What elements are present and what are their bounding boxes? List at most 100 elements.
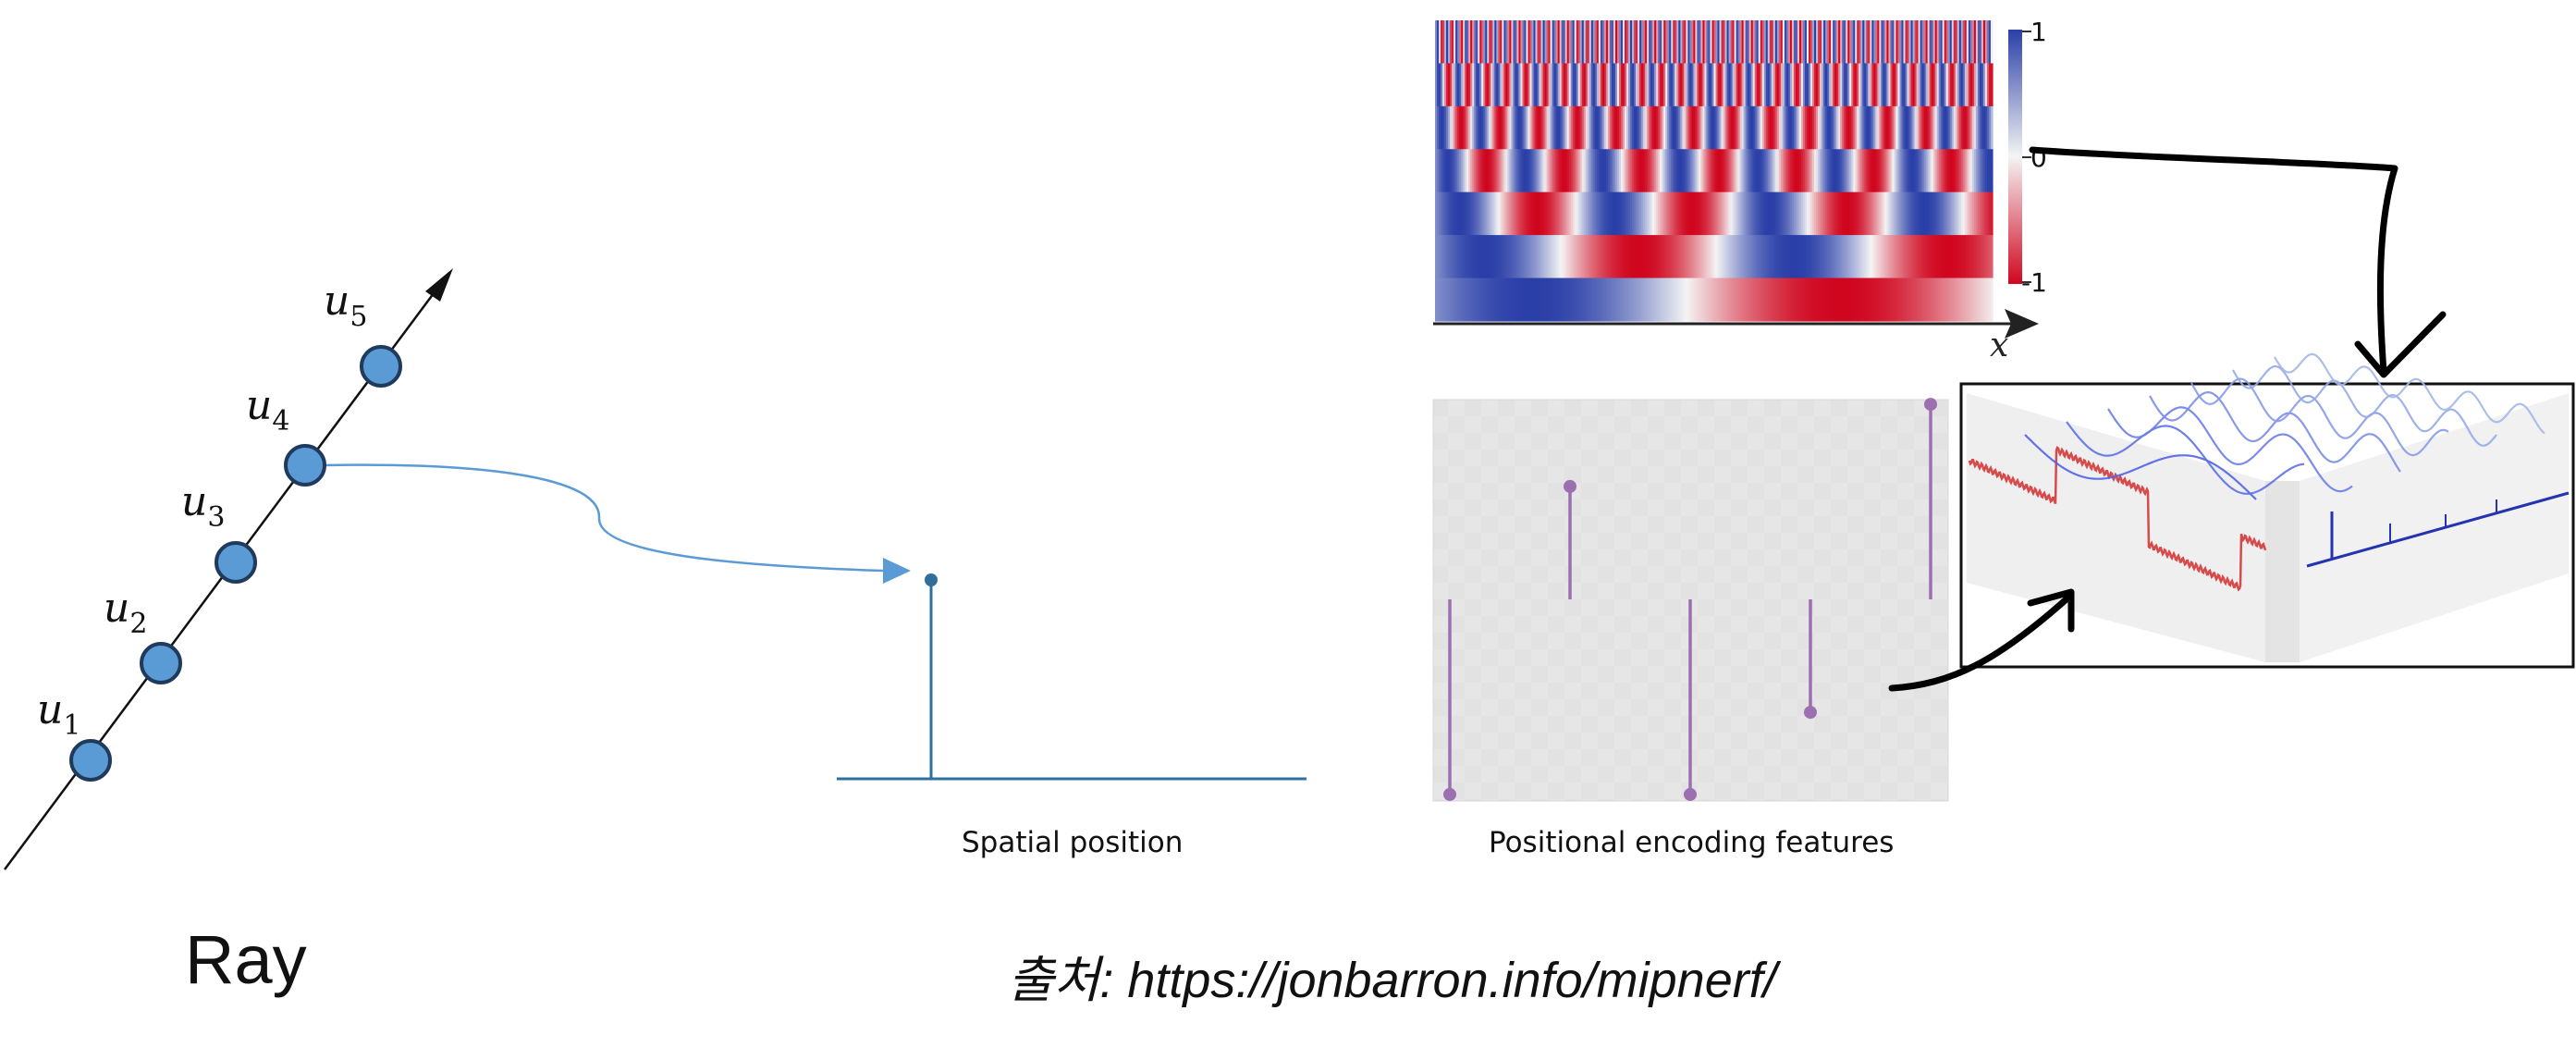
heatmap-cell [1981,277,1984,322]
heatmap-cell [1618,235,1622,279]
heatmap-cell [1673,149,1675,193]
heatmap-cell [1564,105,1568,150]
heatmap-cell [1901,63,1905,107]
heatmap-cell [1585,277,1589,322]
heatmap-cell [1630,191,1633,236]
heatmap-cell [1883,149,1886,193]
heatmap-cell [1478,191,1480,236]
heatmap-cell [1752,105,1756,150]
heatmap-cell [1849,63,1852,107]
heatmap-cell [1466,235,1469,279]
heatmap-cell [1800,149,1804,193]
heatmap-cell [1600,235,1603,279]
pen-annotations [1888,146,2447,692]
heatmap-cell [1649,235,1651,279]
heatmap-cell [1461,20,1464,65]
heatmap-cell [1932,20,1936,65]
heatmap-cell [1782,149,1785,193]
heatmap-cell [1676,20,1679,65]
wave-left-wall [1967,393,2265,662]
heatmap-cell [1990,235,1993,279]
heatmap-cell [1977,63,1981,107]
heatmap-cell [1478,105,1480,150]
heatmap-cell [1741,63,1745,107]
heatmap-cell [1630,105,1633,150]
heatmap-cell [1760,235,1763,279]
heatmap-cell [1955,63,1958,107]
heatmap-cell [1899,105,1903,150]
heatmap-cell [1700,191,1704,236]
heatmap-cell [1773,235,1776,279]
heatmap-cell [1774,63,1778,107]
heatmap-cell [1748,149,1752,193]
heatmap-cell [1583,63,1587,107]
heatmap-cell [1823,235,1826,279]
heatmap-cell [1973,63,1977,107]
heatmap-cell [1502,277,1504,322]
heatmap-cell [1921,149,1925,193]
heatmap-cell [1728,105,1732,150]
heatmap-cell [1577,20,1581,65]
heatmap-cell [1717,277,1721,322]
heatmap-cell [1782,277,1785,322]
heatmap-cell [1706,277,1710,322]
heatmap-cell [1636,149,1638,193]
heatmap-cell [1492,105,1495,150]
heatmap-cell [1797,277,1800,322]
heatmap-cell [1568,277,1572,322]
heatmap-cell [1884,63,1888,107]
heatmap-cell [1645,63,1648,107]
heatmap-cell [1598,63,1601,107]
heatmap-cell [1851,191,1854,236]
heatmap-cell [1596,235,1600,279]
heatmap-cell [1607,235,1611,279]
heatmap-cell [1908,191,1912,236]
heatmap-cell [1921,63,1925,107]
encoding-marker [1684,787,1697,801]
heatmap-cell [1654,235,1657,279]
heatmap-cell [1581,105,1585,150]
heatmap-cell [1585,149,1589,193]
heatmap-cell [1682,191,1685,236]
heatmap-cell [1600,149,1603,193]
heatmap-cell [1763,63,1767,107]
heatmap-cell [1771,63,1774,107]
heatmap-cell [1643,149,1646,193]
heatmap-cell [1470,235,1473,279]
heatmap-cell [1697,20,1700,65]
heatmap-cell [1618,20,1622,65]
heatmap-cell [1721,149,1724,193]
heatmap-cell [1947,235,1951,279]
heatmap-cell [1857,20,1859,65]
heatmap-cell [1579,20,1583,65]
heatmap-cell [1929,63,1932,107]
heatmap-cell [1706,149,1710,193]
heatmap-cell [1895,105,1899,150]
encoding-stems [1443,398,1937,801]
heatmap-cell [1973,105,1977,150]
heatmap-cell [1444,149,1447,193]
heatmap-cell [1708,191,1711,236]
heatmap-cell [1632,235,1635,279]
heatmap-cell [1820,191,1822,236]
heatmap-cell [1470,20,1473,65]
ray-to-position-arrow [325,463,884,573]
heatmap-cell [1476,20,1478,65]
heatmap-cell [1855,63,1858,107]
heatmap-cell [1533,105,1537,150]
heatmap-cell [1721,20,1724,65]
heatmap-cell [1667,105,1670,150]
heatmap-cell [1435,149,1438,193]
heatmap-cell [1918,105,1921,150]
heatmap-cell [1607,105,1611,150]
wave-blue-curve [2024,434,2257,500]
heatmap-cell [1741,20,1745,65]
heatmap-cell [1988,277,1992,322]
heatmap-cell [1831,105,1834,150]
heatmap-cell [1986,20,1990,65]
heatmap-cell [1563,20,1566,65]
heatmap-cell [1546,277,1550,322]
heatmap-cell [1822,191,1824,236]
heatmap-cell [1951,277,1955,322]
